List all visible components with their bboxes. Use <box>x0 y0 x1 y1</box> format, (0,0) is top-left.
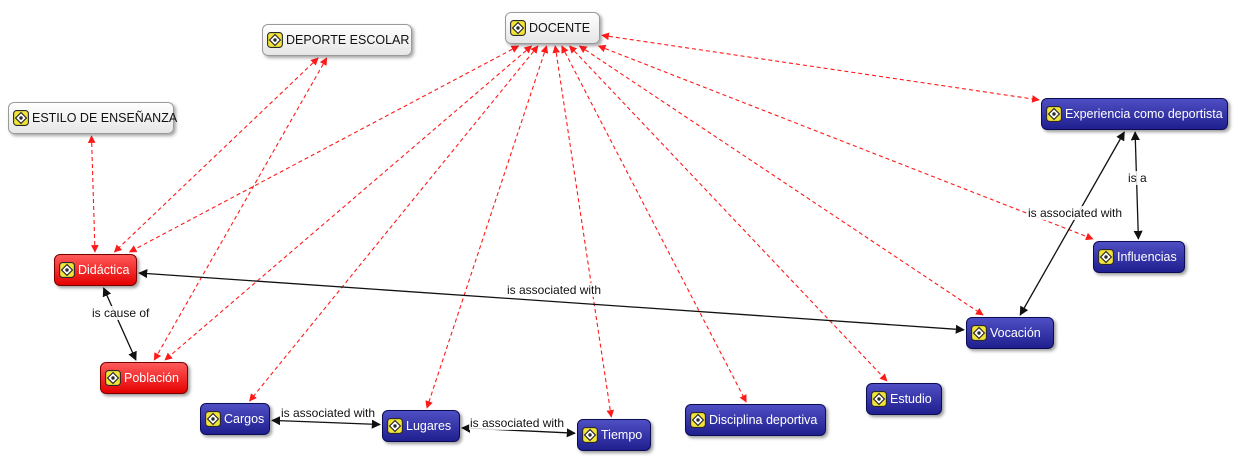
node-cargos[interactable]: Cargos <box>200 403 270 435</box>
edge-docente-didactica[interactable] <box>128 45 520 253</box>
node-label: Disciplina deportiva <box>709 413 818 427</box>
node-label: Vocación <box>990 326 1041 340</box>
code-icon <box>582 427 598 443</box>
edge-docente-lugares[interactable] <box>425 45 549 409</box>
node-label: DEPORTE ESCOLAR <box>286 33 410 47</box>
code-icon <box>205 411 221 427</box>
edge-experiencia-influencias[interactable] <box>1130 131 1143 240</box>
edge-label: is associated with <box>1027 206 1124 220</box>
node-estudio[interactable]: Estudio <box>866 383 942 415</box>
node-disciplina[interactable]: Disciplina deportiva <box>685 404 826 436</box>
node-label: Influencias <box>1117 250 1177 264</box>
code-icon <box>871 391 887 407</box>
code-icon <box>59 262 75 278</box>
node-lugares[interactable]: Lugares <box>382 410 460 442</box>
edge-label: is associated with <box>506 283 603 297</box>
edge-deporte-poblacion[interactable] <box>153 57 328 361</box>
edge-docente-vocacion[interactable] <box>578 45 984 316</box>
node-label: Tiempo <box>601 428 643 442</box>
edge-label: is associated with <box>280 406 377 420</box>
node-vocacion[interactable]: Vocación <box>966 317 1054 349</box>
node-deporte[interactable]: DEPORTE ESCOLAR <box>262 24 412 56</box>
edge-label: is a <box>1127 171 1148 185</box>
code-icon <box>1098 249 1114 265</box>
node-label: Didáctica <box>78 263 130 277</box>
node-docente[interactable]: DOCENTE <box>505 12 600 44</box>
edge-vocacion-experiencia[interactable] <box>1019 131 1125 316</box>
node-label: Población <box>124 371 179 385</box>
node-label: Experiencia como deportista <box>1065 107 1223 121</box>
edge-docente-experiencia[interactable] <box>601 32 1040 103</box>
node-label: DOCENTE <box>529 21 591 35</box>
node-label: Cargos <box>224 412 265 426</box>
edge-docente-estudio[interactable] <box>569 45 888 382</box>
code-icon <box>971 325 987 341</box>
node-poblacion[interactable]: Población <box>100 362 188 394</box>
code-icon <box>690 412 706 428</box>
edge-docente-influencias[interactable] <box>597 44 1094 241</box>
node-label: Lugares <box>406 419 452 433</box>
node-label: ESTILO DE ENSEÑANZA <box>32 111 178 125</box>
edge-estilo-didactica[interactable] <box>87 135 99 253</box>
edge-label: is cause of <box>91 306 151 320</box>
node-label: Estudio <box>890 392 932 406</box>
edge-docente-poblacion[interactable] <box>164 45 533 361</box>
edge-cargos-lugares[interactable] <box>271 416 381 429</box>
edge-docente-cargos[interactable] <box>249 45 539 402</box>
code-icon <box>105 370 121 386</box>
code-icon <box>387 418 403 434</box>
edge-docente-disciplina[interactable] <box>561 45 747 403</box>
edge-docente-tiempo[interactable] <box>552 45 615 418</box>
edge-didactica-poblacion[interactable] <box>102 287 137 361</box>
code-icon <box>510 20 526 36</box>
code-icon <box>1046 106 1062 122</box>
edge-deporte-didactica[interactable] <box>113 57 319 253</box>
edge-label: is associated with <box>469 416 566 430</box>
node-estilo[interactable]: ESTILO DE ENSEÑANZA <box>8 102 178 134</box>
edge-didactica-vocacion[interactable] <box>138 269 965 334</box>
node-influencias[interactable]: Influencias <box>1093 241 1185 273</box>
node-experiencia[interactable]: Experiencia como deportista <box>1041 98 1228 130</box>
code-icon <box>13 110 29 126</box>
node-tiempo[interactable]: Tiempo <box>577 419 651 451</box>
node-didactica[interactable]: Didáctica <box>54 254 137 286</box>
code-icon <box>267 32 283 48</box>
